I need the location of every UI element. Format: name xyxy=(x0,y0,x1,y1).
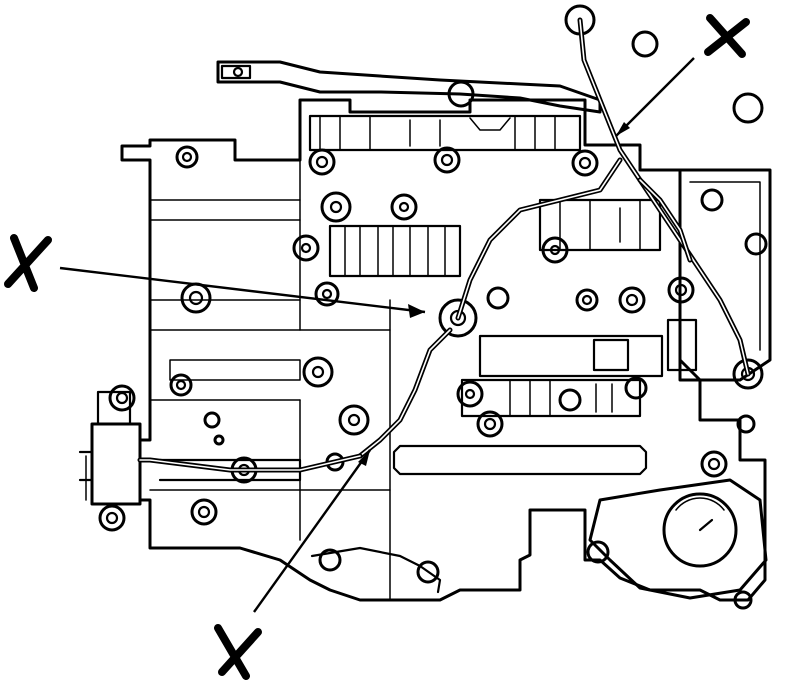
left-solenoid xyxy=(78,390,142,506)
callout-x-left xyxy=(4,234,52,292)
middle-spool-valve xyxy=(328,224,462,278)
manual-lever-arm xyxy=(216,60,602,114)
bolts xyxy=(98,4,768,610)
detent-cam-plate xyxy=(588,478,768,600)
right-side-plate xyxy=(678,168,772,382)
upper-spool-valve xyxy=(308,114,582,152)
wire-harness xyxy=(137,17,751,473)
right-spool-valves xyxy=(460,198,698,418)
callout-x-bottom xyxy=(214,624,262,680)
callout-x-top-right xyxy=(704,14,750,58)
leader-lines xyxy=(59,57,695,613)
